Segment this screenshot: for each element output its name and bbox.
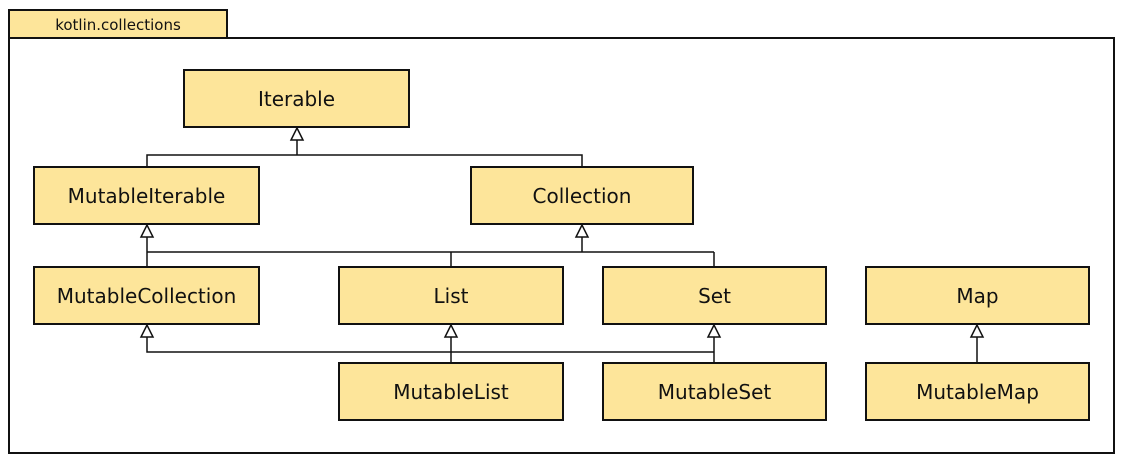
arrowhead-set [706,323,722,338]
edge-mutableiterable-to-iterable [146,140,583,166]
node-mutable-iterable-label: MutableIterable [67,183,226,208]
node-mutable-list-label: MutableList [393,379,509,404]
node-mutable-set-label: MutableSet [657,379,772,404]
node-collection-label: Collection [532,183,632,208]
arrowhead-mutablecollection [139,323,155,338]
node-mutable-map-label: MutableMap [916,379,1039,404]
node-map: Map [865,266,1090,325]
node-mutable-set: MutableSet [602,362,827,421]
arrowhead-map [969,323,985,338]
edge-list-set-mutablecollection-to-collection [147,237,715,266]
arrowhead-mutableiterable [139,223,155,238]
package-name: kotlin.collections [55,16,181,34]
arrowhead-list [443,323,459,338]
node-mutable-collection: MutableCollection [33,266,260,325]
node-mutable-map: MutableMap [865,362,1090,421]
edge-mutablelist-mutableset-to-mutablecollection [146,337,714,353]
node-mutable-iterable: MutableIterable [33,166,260,225]
node-mutable-collection-label: MutableCollection [56,283,237,308]
node-iterable-label: Iterable [257,86,336,111]
node-mutable-list: MutableList [338,362,564,421]
node-set-label: Set [698,283,731,308]
arrowhead-iterable [289,126,305,141]
package-name-tab: kotlin.collections [8,9,228,37]
node-collection: Collection [470,166,694,225]
node-map-label: Map [956,283,999,308]
arrowhead-collection [574,223,590,238]
node-iterable: Iterable [183,69,410,128]
node-set: Set [602,266,827,325]
node-list: List [338,266,564,325]
node-list-label: List [433,283,469,308]
